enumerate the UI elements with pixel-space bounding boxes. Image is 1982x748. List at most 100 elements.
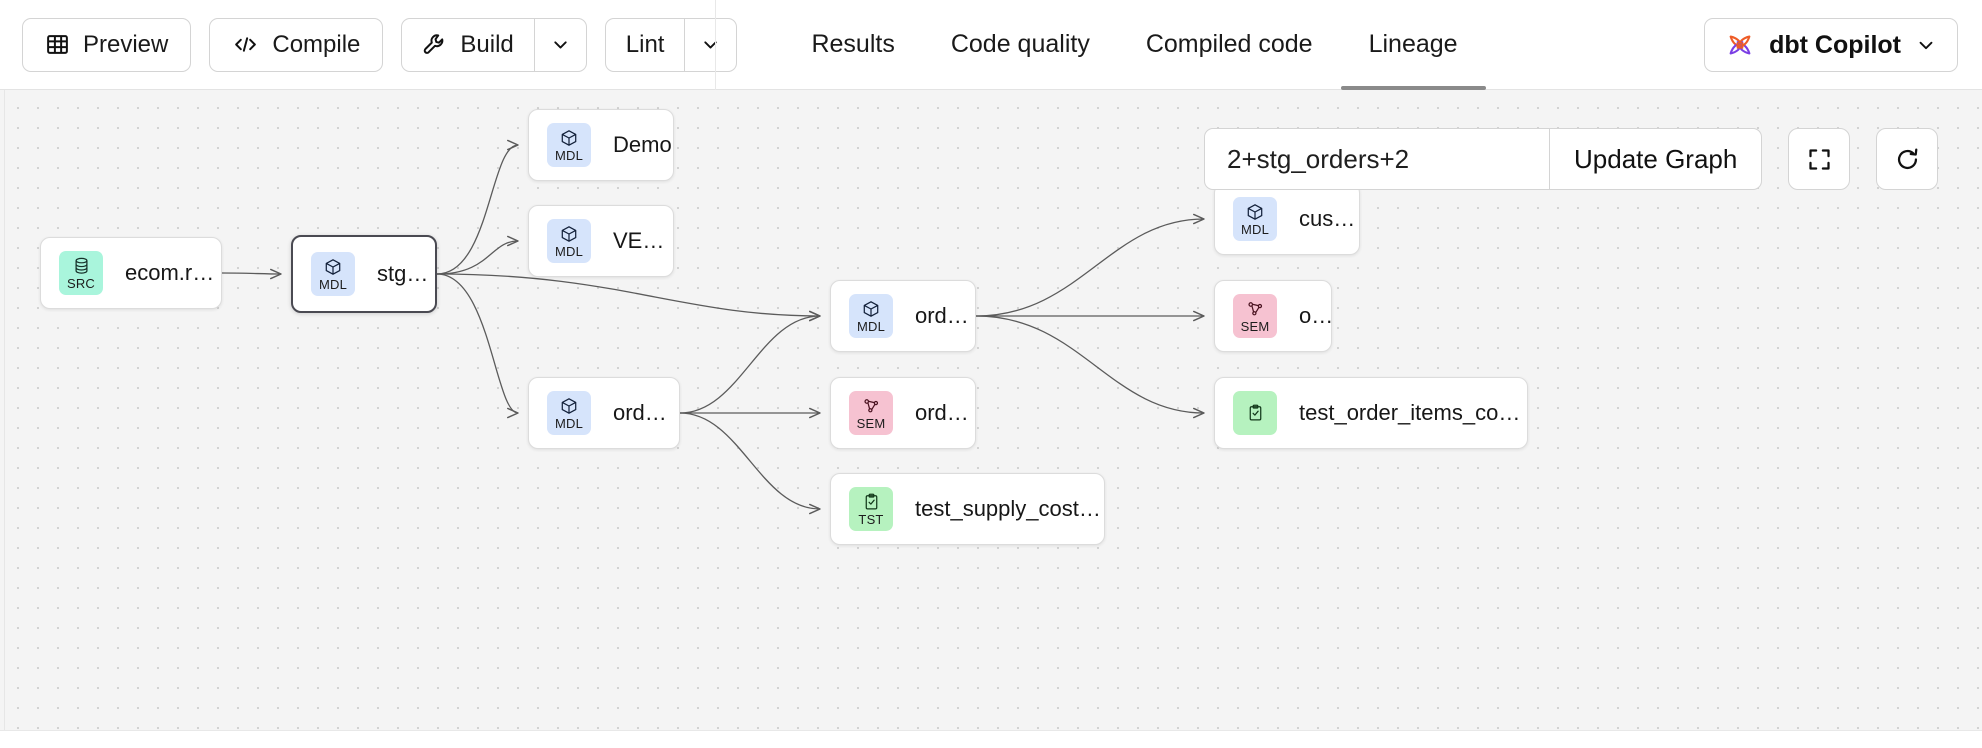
clipboard-check-icon: [1247, 403, 1264, 424]
node-type-badge-mdl: MDL: [311, 252, 355, 296]
cube-icon: [1246, 202, 1264, 223]
cube-icon: [560, 396, 578, 417]
semantic-icon: [862, 396, 881, 417]
node-selector-group: Update Graph: [1204, 128, 1763, 190]
clipboard-check-icon: [863, 492, 880, 513]
fullscreen-icon: [1806, 146, 1833, 173]
fit-view-button[interactable]: [1788, 128, 1851, 190]
lint-button-label: Lint: [625, 30, 665, 58]
lint-button-group: Lint: [604, 17, 738, 72]
lineage-node-label: orders: [915, 303, 975, 328]
node-type-label: SEM: [856, 415, 886, 431]
database-icon: [73, 256, 90, 277]
node-type-badge-src: SRC: [59, 251, 103, 295]
node-type-badge-tst: [1233, 391, 1277, 435]
node-type-label: MDL: [554, 147, 584, 163]
tab-compiled-code[interactable]: Compiled code: [1118, 0, 1341, 90]
node-type-badge-mdl: MDL: [1233, 197, 1277, 241]
lineage-node-orders-model[interactable]: MDL orders: [830, 280, 976, 352]
table-icon: [45, 32, 70, 57]
lineage-node-label: customers: [1299, 206, 1359, 231]
lineage-node-label: Demo: [613, 132, 672, 157]
refresh-icon: [1894, 146, 1921, 173]
lineage-node-label-text: test_order_items_compute_to_bools_c…: [1299, 400, 1527, 425]
lineage-node-test-supply-costs[interactable]: TST test_supply_costs_sum_correctly: [830, 473, 1105, 545]
node-type-badge-mdl: MDL: [547, 219, 591, 263]
top-toolbar: Preview Compile: [0, 0, 1982, 90]
tab-lineage[interactable]: Lineage: [1340, 0, 1486, 90]
tab-results-label: Results: [811, 30, 895, 58]
tab-lineage-label: Lineage: [1368, 30, 1458, 58]
node-type-badge-mdl: MDL: [547, 391, 591, 435]
action-button-group: Preview Compile: [0, 0, 738, 90]
build-button-group: Build: [401, 17, 587, 72]
lineage-node-label: stg_orders: [377, 261, 435, 286]
node-type-label: MDL: [318, 276, 348, 292]
chevron-down-icon: [550, 34, 571, 55]
lineage-node-order-item-semantic[interactable]: SEM order_item: [830, 377, 976, 449]
tab-code-quality-label: Code quality: [950, 30, 1090, 58]
toolbar-divider: [715, 0, 716, 90]
node-type-label: TST: [858, 511, 884, 527]
node-type-label: SRC: [66, 275, 96, 291]
dbt-copilot-icon: [1725, 30, 1755, 60]
dbt-copilot-button[interactable]: dbt Copilot: [1704, 18, 1958, 72]
node-type-badge-mdl: MDL: [547, 123, 591, 167]
tab-code-quality[interactable]: Code quality: [923, 0, 1118, 90]
lineage-node-label: orders: [1299, 303, 1331, 328]
lineage-node-test-order-items[interactable]: test_order_items_compute_to_bools_c…: [1214, 377, 1528, 449]
lineage-canvas[interactable]: SRC ecom.raw_orders MDL stg_orders: [0, 90, 1982, 730]
graph-controls: Update Graph: [1204, 128, 1939, 190]
compile-button[interactable]: Compile: [209, 17, 384, 72]
chevron-down-icon: [700, 34, 721, 55]
cube-icon: [862, 299, 880, 320]
lineage-node-label: VE_Demo: [613, 228, 673, 253]
canvas-left-edge-rule: [4, 90, 5, 730]
build-button-label: Build: [460, 30, 514, 58]
panel-tabs: Results Code quality Compiled code Linea…: [783, 0, 1486, 90]
lineage-node-order-items[interactable]: MDL order_items: [528, 377, 680, 449]
node-type-badge-mdl: MDL: [849, 294, 893, 338]
semantic-icon: [1246, 299, 1265, 320]
preview-button-label: Preview: [83, 30, 169, 58]
wrench-icon: [422, 32, 447, 57]
code-brackets-icon: [232, 32, 259, 57]
lineage-node-label: test_supply_costs_sum_correctly: [915, 496, 1104, 521]
node-type-label: MDL: [856, 318, 886, 334]
lineage-node-label: order_item: [915, 400, 975, 425]
cube-icon: [560, 128, 578, 149]
node-type-badge-sem: SEM: [1233, 294, 1277, 338]
node-type-label: MDL: [1240, 221, 1270, 237]
lineage-node-label: ecom.raw_orders: [125, 260, 221, 285]
cube-icon: [560, 224, 578, 245]
node-type-badge-sem: SEM: [849, 391, 893, 435]
node-type-label: MDL: [554, 243, 584, 259]
node-type-label: SEM: [1240, 318, 1270, 334]
build-button[interactable]: Build: [402, 19, 533, 71]
build-dropdown-toggle[interactable]: [533, 18, 586, 71]
lineage-node-label: order_items: [613, 400, 679, 425]
lineage-node-demo[interactable]: MDL Demo: [528, 109, 674, 181]
update-graph-button[interactable]: Update Graph: [1549, 129, 1761, 189]
node-selector-input[interactable]: [1205, 129, 1549, 189]
node-type-label: MDL: [554, 415, 584, 431]
compile-button-label: Compile: [272, 30, 361, 58]
cube-icon: [324, 257, 342, 278]
lint-button[interactable]: Lint: [606, 19, 685, 71]
lineage-node-stg-orders[interactable]: MDL stg_orders: [291, 235, 437, 313]
lineage-node-ve-demo[interactable]: MDL VE_Demo: [528, 205, 674, 277]
lineage-node-ecom-raw-orders[interactable]: SRC ecom.raw_orders: [40, 237, 222, 309]
preview-button[interactable]: Preview: [22, 17, 192, 72]
lineage-node-orders-semantic[interactable]: SEM orders: [1214, 280, 1332, 352]
node-type-badge-tst: TST: [849, 487, 893, 531]
lineage-node-customers[interactable]: MDL customers: [1214, 183, 1360, 255]
lineage-edges: [221, 90, 1982, 730]
tab-results[interactable]: Results: [783, 0, 922, 90]
chevron-down-icon: [1915, 34, 1937, 56]
canvas-bottom-strip: [0, 730, 1982, 748]
update-graph-label: Update Graph: [1574, 143, 1738, 174]
dbt-copilot-label: dbt Copilot: [1769, 30, 1901, 59]
refresh-graph-button[interactable]: [1876, 128, 1939, 190]
lint-dropdown-toggle[interactable]: [684, 18, 736, 71]
